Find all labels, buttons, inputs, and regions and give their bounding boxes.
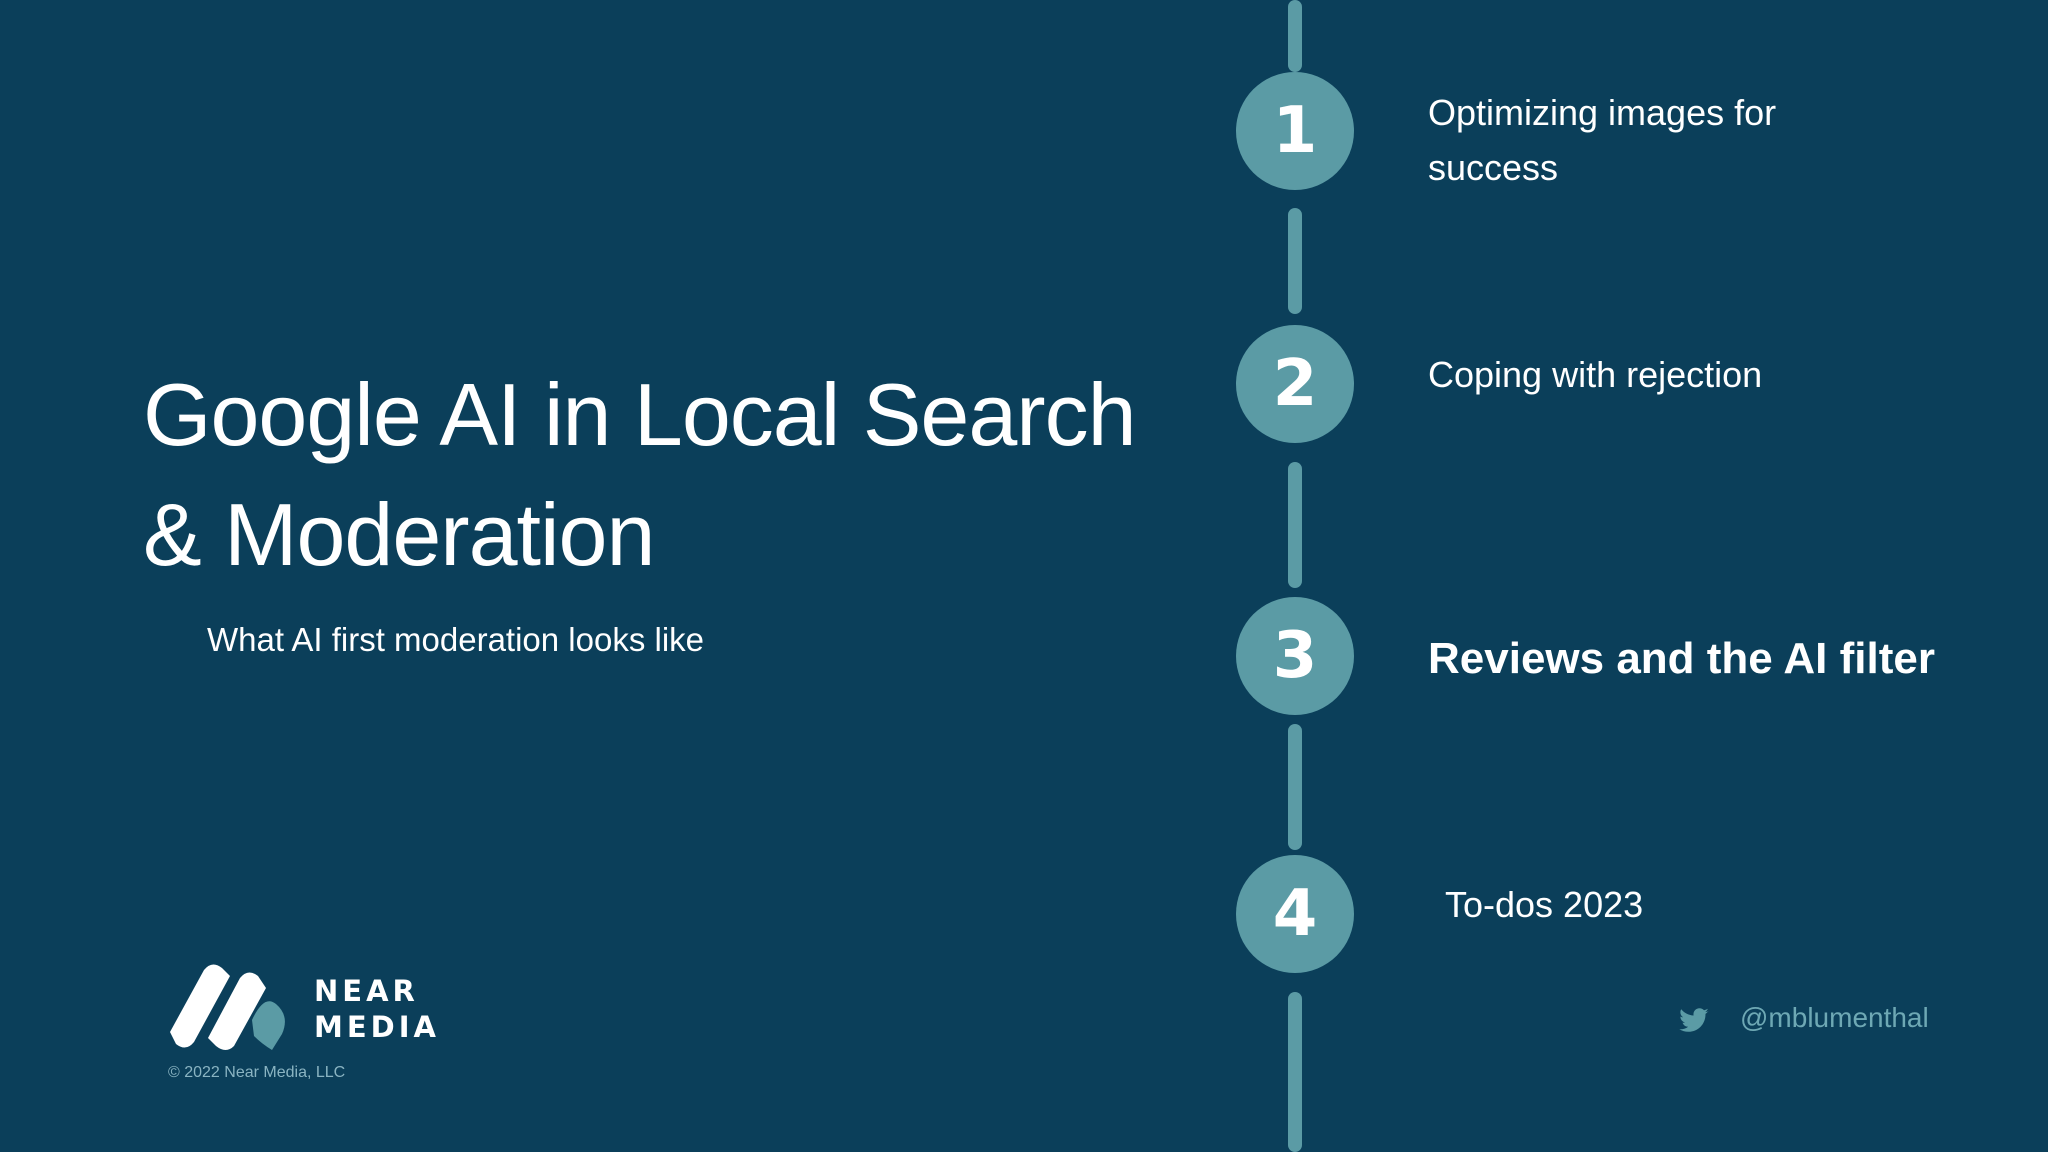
logo-word-near: NEAR bbox=[314, 974, 419, 1008]
twitter-bird-icon bbox=[1679, 1008, 1709, 1032]
copyright-text: © 2022 Near Media, LLC bbox=[168, 1064, 346, 1081]
step-number-1: 1 bbox=[1236, 72, 1354, 190]
step-number-3: 3 bbox=[1236, 597, 1354, 715]
slide-title: Google AI in Local Search & Moderation bbox=[143, 355, 1173, 595]
step-label-1-line-2: success bbox=[1428, 147, 1559, 188]
timeline-segment-3-4 bbox=[1288, 724, 1302, 850]
timeline-segment-top bbox=[1288, 0, 1302, 72]
step-label-1-line-1: Optimizing images for bbox=[1428, 92, 1777, 133]
twitter-handle: @mblumenthal bbox=[1740, 1002, 1929, 1033]
timeline-segment-2-3 bbox=[1288, 462, 1302, 588]
step-number-4: 4 bbox=[1236, 855, 1354, 973]
near-media-logo: NEAR MEDIA bbox=[168, 960, 438, 1060]
slide-subtitle: What AI first moderation looks like bbox=[207, 621, 705, 658]
slide-title-line-1: Google AI in Local Search bbox=[143, 365, 1137, 464]
slide-title-line-2: & Moderation bbox=[143, 485, 655, 584]
step-number-2: 2 bbox=[1236, 325, 1354, 443]
step-label-4: To-dos 2023 bbox=[1445, 884, 1644, 925]
timeline-segment-1-2 bbox=[1288, 208, 1302, 314]
step-label-3: Reviews and the AI filter bbox=[1428, 634, 1935, 683]
near-media-logo-mark-icon bbox=[170, 964, 285, 1050]
step-label-2: Coping with rejection bbox=[1428, 354, 1763, 395]
timeline-segment-bottom bbox=[1288, 992, 1302, 1152]
logo-word-media: MEDIA bbox=[314, 1010, 440, 1044]
step-label-1: Optimizing images for success bbox=[1428, 85, 1948, 195]
